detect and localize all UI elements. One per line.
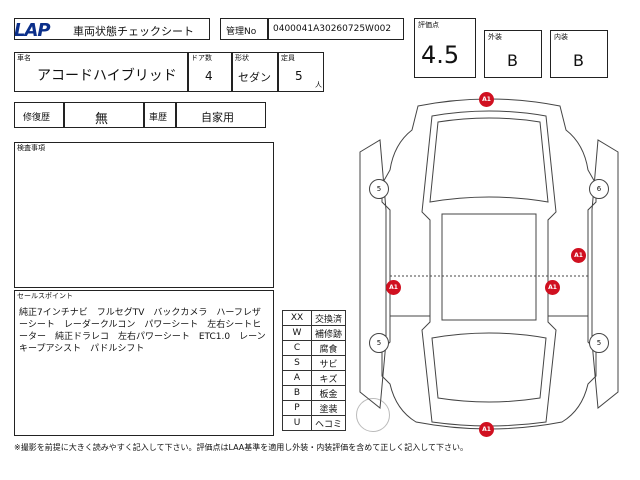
control-label-cell: 管理No bbox=[220, 18, 268, 40]
vehicle-name-label: 車名 bbox=[17, 54, 31, 62]
sales-point-box: セールスポイント 純正7インチナビ フルセグTV バックカメラ ハーフレザーシー… bbox=[14, 290, 274, 436]
damage-mark-left-rear-door: A1 bbox=[386, 280, 401, 295]
legend-meaning: 補修跡 bbox=[311, 325, 346, 341]
lap-logo: LAP bbox=[14, 20, 51, 41]
legend-code: U bbox=[282, 415, 312, 431]
repair-label-cell: 修復歴 bbox=[14, 102, 64, 128]
car-body-outline bbox=[381, 98, 597, 430]
repair-value: 無 bbox=[95, 112, 109, 127]
interior-score-label: 内装 bbox=[554, 33, 568, 41]
doors-value: 4 bbox=[205, 69, 213, 83]
legend-code: S bbox=[282, 355, 312, 371]
interior-score-box: 内装 B bbox=[550, 30, 608, 78]
overall-score: 4.5 bbox=[421, 41, 460, 69]
sheet-title: 車両状態チェックシート bbox=[73, 25, 194, 38]
car-roof-outline bbox=[421, 110, 557, 427]
sales-point-text: 純正7インチナビ フルセグTV バックカメラ ハーフレザーシート レーダークルコ… bbox=[19, 308, 266, 354]
tire-rear-right: 5 bbox=[589, 333, 609, 353]
inspection-box: 検査事項 bbox=[14, 142, 274, 288]
damage-mark-rear: A1 bbox=[479, 422, 494, 437]
overall-score-box: 評価点 4.5 bbox=[414, 18, 476, 78]
car-diagram bbox=[359, 98, 619, 430]
doors-cell: ドア数 4 bbox=[188, 52, 232, 92]
car-roof-panel bbox=[441, 213, 537, 321]
legend-meaning: 塗装 bbox=[311, 400, 346, 416]
car-rear-window bbox=[431, 332, 547, 403]
inspection-label: 検査事項 bbox=[17, 144, 45, 152]
legend-meaning: 交換済 bbox=[311, 310, 346, 326]
legend-meaning: 腐食 bbox=[311, 340, 346, 356]
capacity-cell: 定員 5 人 bbox=[278, 52, 324, 92]
overall-score-label: 評価点 bbox=[418, 21, 439, 29]
legend-code: P bbox=[282, 400, 312, 416]
legend-code: C bbox=[282, 340, 312, 356]
body-type-cell: 形状 セダン bbox=[232, 52, 278, 92]
usage-label: 車歴 bbox=[149, 113, 168, 123]
car-windshield bbox=[429, 117, 549, 203]
body-type: セダン bbox=[238, 71, 271, 84]
exterior-score: B bbox=[507, 51, 518, 70]
vehicle-name-cell: 車名 アコードハイブリッド bbox=[14, 52, 188, 92]
sales-point-label: セールスポイント bbox=[17, 292, 73, 300]
repair-label: 修復歴 bbox=[23, 113, 51, 123]
capacity-label: 定員 bbox=[281, 54, 295, 62]
capacity-unit: 人 bbox=[315, 81, 322, 89]
legend-meaning: ヘコミ bbox=[311, 415, 346, 431]
body-type-label: 形状 bbox=[235, 54, 249, 62]
stamp-circle bbox=[356, 398, 390, 432]
legend-code: W bbox=[282, 325, 312, 341]
usage-label-cell: 車歴 bbox=[144, 102, 176, 128]
usage-value-cell: 自家用 bbox=[176, 102, 266, 128]
interior-score: B bbox=[573, 51, 584, 70]
usage-value: 自家用 bbox=[201, 111, 234, 124]
control-number-cell: 0400041A30260725W002 bbox=[268, 18, 404, 40]
legend-meaning: サビ bbox=[311, 355, 346, 371]
footer-note: ※撮影を前提に大きく読みやすく記入して下さい。評価点はLAA基準を適用し外装・内… bbox=[14, 443, 469, 452]
legend-code: B bbox=[282, 385, 312, 401]
vehicle-name: アコードハイブリッド bbox=[37, 68, 177, 84]
legend-meaning: キズ bbox=[311, 370, 346, 386]
legend-code: XX bbox=[282, 310, 312, 326]
header-box: 車両状態チェックシート bbox=[14, 18, 210, 40]
control-label: 管理No bbox=[226, 27, 257, 37]
damage-mark-front: A1 bbox=[479, 92, 494, 107]
legend-meaning: 板金 bbox=[311, 385, 346, 401]
damage-mark-right-front-door: A1 bbox=[571, 248, 586, 263]
tire-rear-left: 5 bbox=[369, 333, 389, 353]
control-number: 0400041A30260725W002 bbox=[273, 24, 392, 34]
repair-value-cell: 無 bbox=[64, 102, 144, 128]
legend-code: A bbox=[282, 370, 312, 386]
exterior-score-box: 外装 B bbox=[484, 30, 542, 78]
damage-mark-right-rear-door: A1 bbox=[545, 280, 560, 295]
doors-label: ドア数 bbox=[191, 54, 212, 62]
tire-front-left: 5 bbox=[369, 179, 389, 199]
exterior-score-label: 外装 bbox=[488, 33, 502, 41]
capacity-value: 5 bbox=[295, 69, 303, 83]
tire-front-right: 6 bbox=[589, 179, 609, 199]
